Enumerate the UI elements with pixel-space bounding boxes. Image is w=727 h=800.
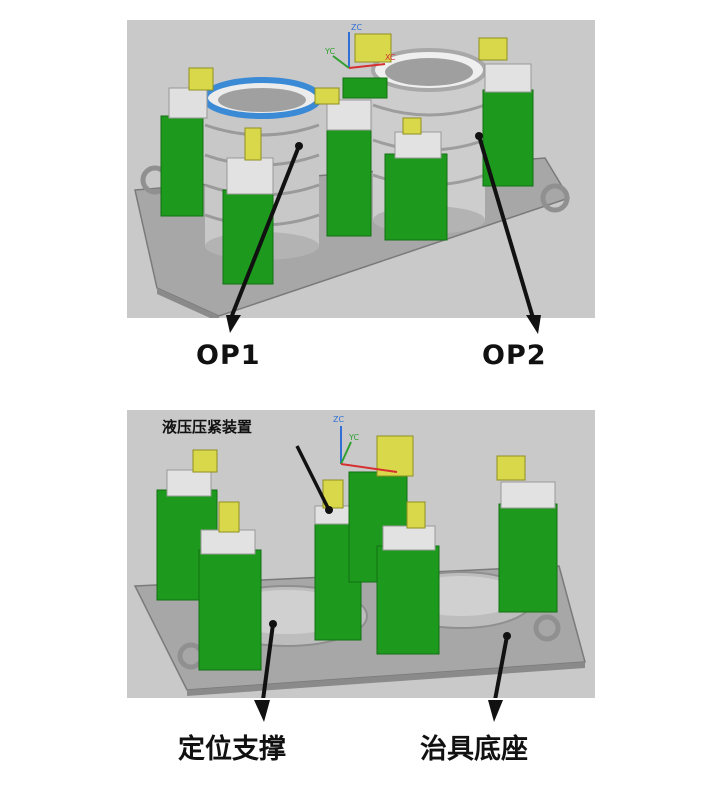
positioning-support-label: 定位支撑: [178, 734, 286, 765]
op2-leader-arrow: [475, 132, 535, 318]
top-clamp-3: [314, 87, 372, 237]
bottom-clamp-6: [496, 455, 558, 613]
top-axis-yc: YC: [324, 47, 335, 56]
bottom-clamp-5: [376, 501, 440, 655]
top-axis-zc: ZC: [351, 23, 362, 32]
bottom-axis-yc: YC: [348, 433, 359, 442]
op1-label: OP1: [196, 340, 261, 371]
bottom-clamp-2: [198, 501, 262, 671]
top-clamp-6: [478, 37, 534, 187]
top-clamp-1: [160, 67, 214, 217]
top-fixture-render: ZC YC XC: [127, 20, 595, 318]
op1-leader-arrow: [229, 142, 303, 318]
fixture-base-leader: [493, 632, 511, 698]
bottom-coordinate-axes: ZC YC: [333, 415, 398, 473]
bottom-axis-zc: ZC: [333, 415, 344, 424]
top-clamp-5: [384, 117, 448, 241]
positioning-support-leader: [261, 620, 277, 698]
top-axis-xc: XC: [385, 53, 396, 62]
op2-label: OP2: [482, 340, 547, 371]
top-clamp-4: [342, 33, 392, 99]
top-lifting-ring-right: [540, 183, 570, 213]
top-coordinate-axes: ZC YC XC: [324, 23, 396, 69]
fixture-base-label: 治具底座: [420, 734, 528, 765]
hydraulic-clamp-leader: [295, 445, 333, 514]
top-clamp-2: [222, 127, 274, 285]
bottom-fixture-render: ZC YC: [127, 410, 595, 698]
hydraulic-clamp-label: 液压压紧装置: [162, 418, 253, 436]
